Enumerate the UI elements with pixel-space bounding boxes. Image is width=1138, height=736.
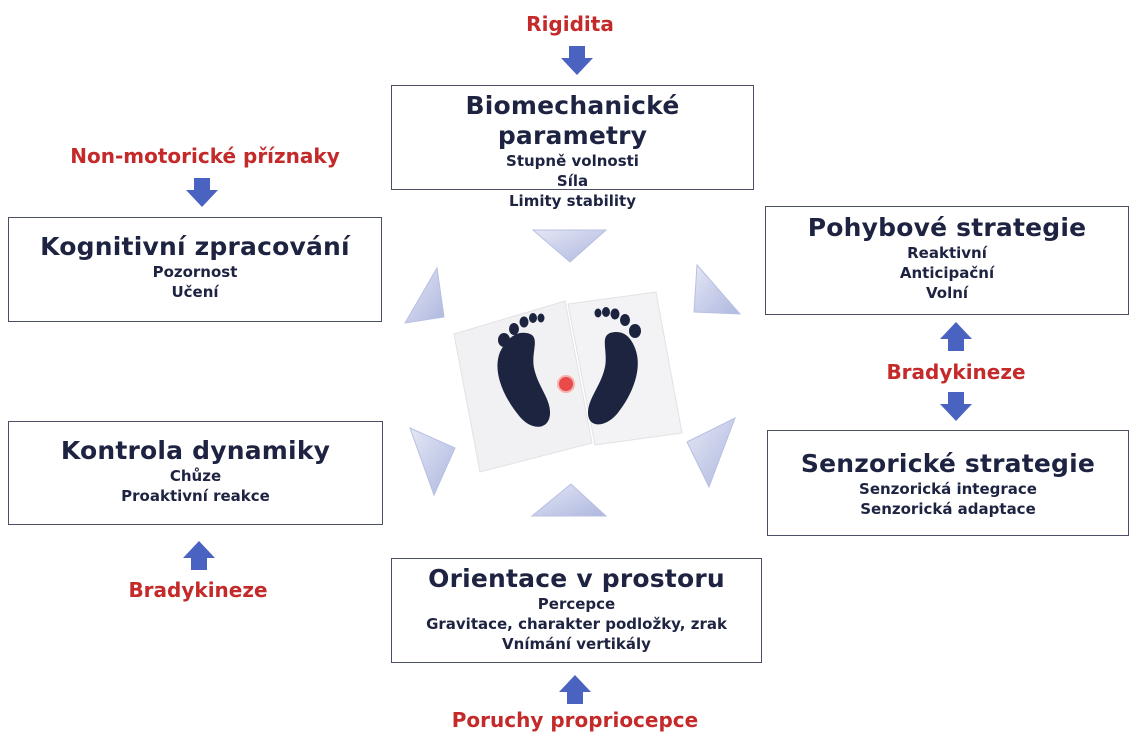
- cycle-triangle-icon: [530, 483, 608, 517]
- box-item: Vnímání vertikály: [502, 635, 651, 653]
- box-movement: Pohybové strategie Reaktivní Anticipační…: [765, 206, 1129, 315]
- cycle-triangle-icon: [409, 427, 456, 497]
- box-item: Chůze: [169, 467, 222, 485]
- box-item: Gravitace, charakter podložky, zrak: [426, 615, 727, 633]
- box-item: Reaktivní: [907, 244, 987, 262]
- box-item: Proaktivní reakce: [121, 487, 270, 505]
- box-item: Percepce: [537, 595, 616, 613]
- cycle-triangle-icon: [693, 263, 742, 315]
- box-cognitive: Kognitivní zpracování Pozornost Učení: [8, 217, 382, 322]
- cycle-triangle-icon: [404, 266, 445, 324]
- box-title: Pohybové strategie: [807, 213, 1087, 242]
- box-item: Senzorická integrace: [859, 480, 1037, 498]
- box-item: Limity stability: [509, 192, 636, 210]
- box-title: Kognitivní zpracování: [40, 232, 350, 261]
- box-item: Anticipační: [899, 264, 995, 282]
- factor-nonmotor: Non-motorické příznaky: [70, 144, 340, 168]
- up-block-arrow-icon: [183, 541, 215, 570]
- down-block-arrow-icon: [561, 46, 593, 75]
- box-item: Učení: [171, 283, 219, 301]
- box-item: Síla: [556, 172, 589, 190]
- box-orientation: Orientace v prostoru Percepce Gravitace,…: [391, 558, 762, 663]
- factor-proprioception: Poruchy propriocepce: [451, 708, 699, 732]
- cycle-triangle-icon: [531, 229, 608, 263]
- box-item: Stupně volnosti: [506, 152, 639, 170]
- left-footprint-icon: [497, 313, 551, 427]
- center-of-mass-dot: [557, 375, 575, 393]
- factor-rigidity: Rigidita: [526, 12, 614, 36]
- down-block-arrow-icon: [940, 392, 972, 421]
- box-item: Senzorická adaptace: [860, 500, 1036, 518]
- cycle-triangle-icon: [686, 416, 736, 489]
- box-dynamics: Kontrola dynamiky Chůze Proaktivní reakc…: [8, 421, 383, 525]
- up-block-arrow-icon: [559, 675, 591, 704]
- box-title: Kontrola dynamiky: [60, 436, 331, 465]
- up-block-arrow-icon: [940, 322, 972, 351]
- factor-bradykinesia-left: Bradykineze: [128, 578, 268, 602]
- factor-bradykinesia-right: Bradykineze: [886, 360, 1026, 384]
- box-title: Biomechanické parametry: [465, 91, 680, 150]
- box-item: Volní: [925, 284, 969, 302]
- box-title: Orientace v prostoru: [428, 564, 725, 593]
- box-item: Pozornost: [152, 263, 238, 281]
- down-block-arrow-icon: [186, 178, 218, 207]
- box-biomechanics: Biomechanické parametry Stupně volnosti …: [391, 85, 754, 210]
- box-title: Senzorické strategie: [800, 449, 1096, 478]
- right-footprint-icon: [588, 307, 641, 425]
- box-sensory: Senzorické strategie Senzorická integrac…: [767, 430, 1129, 536]
